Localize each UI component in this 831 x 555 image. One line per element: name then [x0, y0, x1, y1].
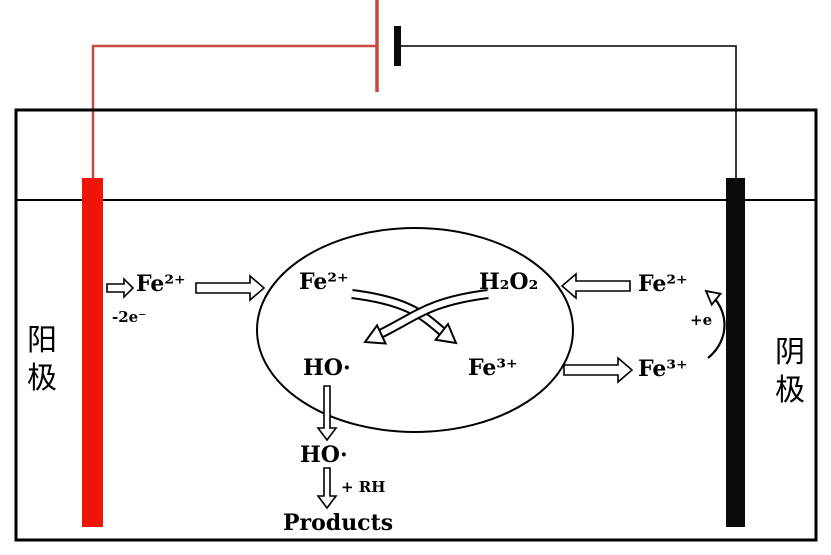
battery-negative-plate	[394, 26, 401, 66]
electron-gain-label: +e	[690, 311, 713, 329]
arrowhead-to-fe3	[433, 322, 458, 345]
curved-arrow-fe2-to-fe3	[351, 289, 454, 342]
arrowhead-to-ho	[363, 323, 388, 345]
fe3-label-cycle: Fe³⁺	[468, 355, 518, 381]
ho-label-cycle: HO·	[303, 355, 351, 381]
ho-label-free: HO·	[300, 442, 348, 468]
fe3-label-cathode-side: Fe³⁺	[638, 356, 688, 382]
products-label: Products	[283, 510, 394, 536]
arrow-anode-to-fe2	[106, 277, 135, 299]
arrow-ho-to-products	[316, 467, 338, 510]
arrow-ho-out-of-cycle	[316, 385, 338, 442]
fe2-label-cathode-side: Fe²⁺	[638, 271, 688, 297]
arrow-fe2-to-cycle	[195, 274, 266, 302]
tank	[14, 108, 818, 542]
cathode-electrode	[726, 178, 745, 527]
fe2-label-anode-side: Fe²⁺	[136, 271, 186, 297]
cathode-label: 阴极	[775, 335, 805, 408]
arrowhead-cathode-reduction	[704, 289, 723, 307]
cathode-wire	[401, 45, 737, 180]
anode-electrode	[82, 178, 103, 527]
electron-loss-label: -2e⁻	[112, 308, 147, 326]
fenton-cycle-ellipse	[256, 227, 574, 433]
arrow-cathode-fe2-to-cycle	[560, 272, 631, 300]
h2o2-label: H₂O₂	[479, 269, 539, 295]
curved-arrow-h2o2-to-ho	[369, 289, 489, 343]
anode-wire	[91, 44, 377, 180]
anode-label: 阳极	[27, 323, 57, 396]
arrow-fe3-to-cathode	[563, 356, 634, 384]
rh-label: + RH	[341, 478, 386, 496]
power-source	[375, 0, 401, 92]
fe2-label-cycle: Fe²⁺	[299, 269, 349, 295]
